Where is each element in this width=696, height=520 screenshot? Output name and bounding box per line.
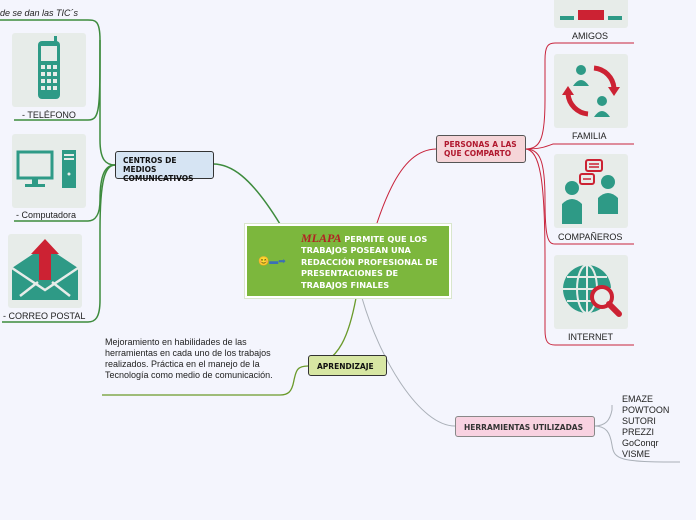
telefono-label: - TELÉFONO	[22, 110, 76, 120]
amigos-tile	[554, 0, 628, 28]
aprendizaje-note: Mejoramiento en habilidades de las herra…	[105, 337, 273, 380]
globe-search-icon	[563, 264, 622, 317]
top-note: de se dan las TIC´s	[0, 8, 79, 18]
smile-icon: 😊	[258, 256, 270, 266]
herramienta-item: SUTORI	[622, 416, 656, 426]
coworkers-chat-icon	[562, 159, 618, 224]
familia-tile	[554, 54, 628, 128]
desktop-computer-icon	[16, 150, 76, 188]
computadora-label: - Computadora	[16, 210, 77, 220]
herramienta-item: EMAZE	[622, 394, 654, 404]
arrow-right-icon: ➡	[278, 256, 286, 266]
herramienta-item: POWTOON	[622, 405, 670, 415]
amigos-label: AMIGOS	[572, 31, 609, 41]
mail-envelope-icon	[11, 239, 79, 300]
herramientas-topic[interactable]: HERRAMIENTAS UTILIZADAS	[455, 416, 595, 437]
mlapa-title: MLAPA	[301, 231, 342, 245]
personas-topic[interactable]: PERSONAS A LAS QUE COMPARTO	[436, 135, 526, 163]
familia-label: FAMILIA	[572, 131, 607, 141]
aprendizaje-topic[interactable]: APRENDIZAJE	[308, 355, 387, 376]
internet-tile	[554, 255, 628, 329]
central-topic-body: PERMITE QUE LOS TRABAJOS POSEAN UNA REDA…	[301, 234, 438, 290]
phone-tile	[12, 33, 86, 107]
mail-tile	[8, 234, 82, 308]
herramientas-list: EMAZE POWTOON SUTORI PREZZI GoConqr VISM…	[622, 394, 669, 460]
herramienta-item: PREZZI	[622, 427, 655, 437]
central-topic-text: MLAPA PERMITE QUE LOS TRABAJOS POSEAN UN…	[301, 231, 445, 291]
companeros-tile	[554, 154, 628, 228]
centros-medios-topic[interactable]: CENTROS DE MEDIOS COMUNICATIVOS	[115, 151, 214, 183]
center-icons: 😊▬➡	[258, 256, 286, 267]
companeros-label: COMPAÑEROS	[558, 232, 623, 242]
herramienta-item: VISME	[622, 449, 651, 459]
internet-label: INTERNET	[568, 332, 613, 342]
laptop-icon: ▬	[269, 256, 279, 266]
computer-tile	[12, 134, 86, 208]
family-cycle-icon	[562, 65, 620, 117]
herramienta-item: GoConqr	[622, 438, 659, 448]
mobile-phone-icon	[38, 36, 60, 99]
correo-postal-label: - CORREO POSTAL	[3, 311, 86, 321]
central-topic[interactable]: 😊▬➡ MLAPA PERMITE QUE LOS TRABAJOS POSEA…	[245, 224, 451, 298]
friends-icon	[560, 10, 622, 20]
